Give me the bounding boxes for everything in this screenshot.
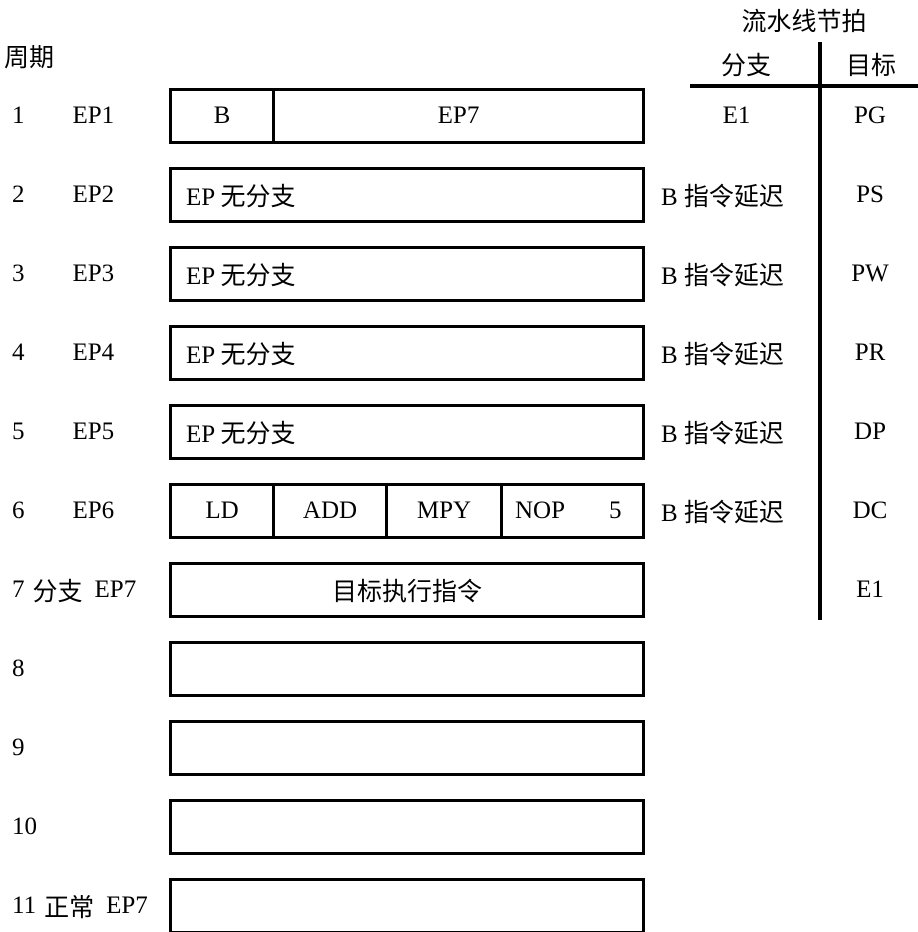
target-beat-cell: PR bbox=[854, 339, 886, 366]
pipeline-cell[interactable] bbox=[172, 802, 642, 852]
branch-beat-cell: B 指令延迟 bbox=[661, 342, 784, 369]
branch-beat-cell: B 指令延迟 bbox=[661, 500, 784, 527]
cycle-row-label: 8 bbox=[12, 641, 25, 697]
cycle-number: 2 bbox=[12, 181, 25, 208]
pipeline-row[interactable] bbox=[169, 720, 645, 776]
branch-beat-cell: B 指令延迟 bbox=[661, 421, 784, 448]
pipeline-cell[interactable]: LD bbox=[172, 486, 275, 536]
stage-label: EP5 bbox=[72, 418, 115, 445]
cycle-number: 11 bbox=[12, 892, 37, 919]
pipeline-cell-label: EP 无分支 bbox=[186, 184, 296, 211]
cycle-row-label: 1 EP1 bbox=[12, 88, 114, 144]
pipeline-cell[interactable]: ADD bbox=[275, 486, 388, 536]
pipeline-cell-label: LD bbox=[205, 497, 239, 524]
cycle-qualifier: 分支 bbox=[32, 579, 83, 606]
pipeline-cell[interactable]: 目标执行指令 bbox=[172, 565, 642, 615]
stage-label: EP7 bbox=[106, 892, 148, 919]
target-column-header: 目标 bbox=[845, 53, 896, 80]
pipeline-cell[interactable] bbox=[172, 644, 642, 694]
pipeline-cell[interactable]: EP 无分支 bbox=[172, 170, 642, 220]
cycle-number: 8 bbox=[12, 655, 25, 682]
pipeline-beat-title: 流水线节拍 bbox=[741, 9, 867, 36]
cycle-number: 7 bbox=[12, 576, 25, 603]
table-header-rule bbox=[690, 84, 918, 88]
pipeline-row[interactable] bbox=[169, 641, 645, 697]
pipeline-row[interactable] bbox=[169, 799, 645, 855]
stage-label: EP3 bbox=[72, 260, 115, 287]
table-column-divider bbox=[818, 42, 822, 620]
pipeline-cell-count: 5 bbox=[609, 497, 622, 524]
target-beat-cell: PG bbox=[854, 102, 886, 129]
pipeline-cell-label: NOP bbox=[515, 497, 566, 524]
pipeline-cell[interactable]: B bbox=[172, 91, 275, 141]
target-beat-cell: E1 bbox=[856, 576, 884, 603]
stage-label: EP4 bbox=[72, 339, 115, 366]
cycle-row-label: 4 EP4 bbox=[12, 325, 114, 381]
pipeline-cell-label: ADD bbox=[302, 497, 358, 524]
pipeline-cell-label: EP7 bbox=[437, 102, 480, 129]
pipeline-row[interactable]: EP 无分支 bbox=[169, 325, 645, 381]
stage-label: EP1 bbox=[72, 102, 115, 129]
cycle-row-label: 6 EP6 bbox=[12, 483, 114, 539]
branch-column-header: 分支 bbox=[720, 53, 771, 80]
target-beat-cell: DC bbox=[852, 497, 888, 524]
branch-beat-cell: B 指令延迟 bbox=[661, 184, 784, 211]
pipeline-cell[interactable]: MPY bbox=[388, 486, 503, 536]
branch-beat-cell: E1 bbox=[722, 102, 751, 129]
stage-label: EP6 bbox=[72, 497, 115, 524]
pipeline-row[interactable]: 目标执行指令 bbox=[169, 562, 645, 618]
pipeline-cell[interactable] bbox=[172, 723, 642, 773]
cycle-row-label: 3 EP3 bbox=[12, 246, 114, 302]
cycle-number: 5 bbox=[12, 418, 25, 445]
target-beat-cell: PS bbox=[856, 181, 884, 208]
pipeline-row[interactable]: EP 无分支 bbox=[169, 167, 645, 223]
cycle-number: 9 bbox=[12, 734, 25, 761]
pipeline-cell[interactable]: EP 无分支 bbox=[172, 328, 642, 378]
pipeline-cell[interactable]: NOP 5 bbox=[503, 486, 642, 536]
cycle-column-header: 周期 bbox=[4, 45, 55, 72]
pipeline-cell[interactable]: EP 无分支 bbox=[172, 407, 642, 457]
target-beat-cell: DP bbox=[854, 418, 886, 445]
stage-label: EP2 bbox=[72, 181, 115, 208]
pipeline-cell-label: 目标执行指令 bbox=[331, 579, 482, 606]
cycle-row-label: 7 分支 EP7 bbox=[12, 562, 136, 618]
stage-label: EP7 bbox=[94, 576, 137, 603]
cycle-qualifier: 正常 bbox=[44, 895, 95, 922]
pipeline-cell[interactable]: EP 无分支 bbox=[172, 249, 642, 299]
cycle-row-label: 10 bbox=[12, 799, 37, 855]
target-beat-cell: PW bbox=[851, 260, 889, 287]
pipeline-cell-label: B bbox=[213, 102, 231, 129]
pipeline-cell-label: EP 无分支 bbox=[186, 263, 296, 290]
cycle-row-label: 2 EP2 bbox=[12, 167, 114, 223]
pipeline-cell-label: EP 无分支 bbox=[186, 421, 296, 448]
cycle-number: 1 bbox=[12, 102, 25, 129]
pipeline-row[interactable]: EP 无分支 bbox=[169, 246, 645, 302]
pipeline-row[interactable]: B EP7 bbox=[169, 88, 645, 144]
pipeline-cell-label: EP 无分支 bbox=[186, 342, 296, 369]
cycle-row-label: 5 EP5 bbox=[12, 404, 114, 460]
cycle-number: 4 bbox=[12, 339, 25, 366]
pipeline-cell-label: MPY bbox=[416, 497, 472, 524]
pipeline-row[interactable] bbox=[169, 878, 645, 932]
cycle-number: 3 bbox=[12, 260, 25, 287]
branch-beat-cell: B 指令延迟 bbox=[661, 263, 784, 290]
cycle-row-label: 9 bbox=[12, 720, 25, 776]
pipeline-row[interactable]: EP 无分支 bbox=[169, 404, 645, 460]
cycle-row-label: 11 正常 EP7 bbox=[12, 878, 148, 932]
cycle-number: 10 bbox=[12, 813, 37, 840]
pipeline-row[interactable]: LD ADD MPY NOP 5 bbox=[169, 483, 645, 539]
pipeline-cell[interactable] bbox=[172, 881, 642, 931]
pipeline-cell[interactable]: EP7 bbox=[275, 91, 642, 141]
cycle-number: 6 bbox=[12, 497, 25, 524]
